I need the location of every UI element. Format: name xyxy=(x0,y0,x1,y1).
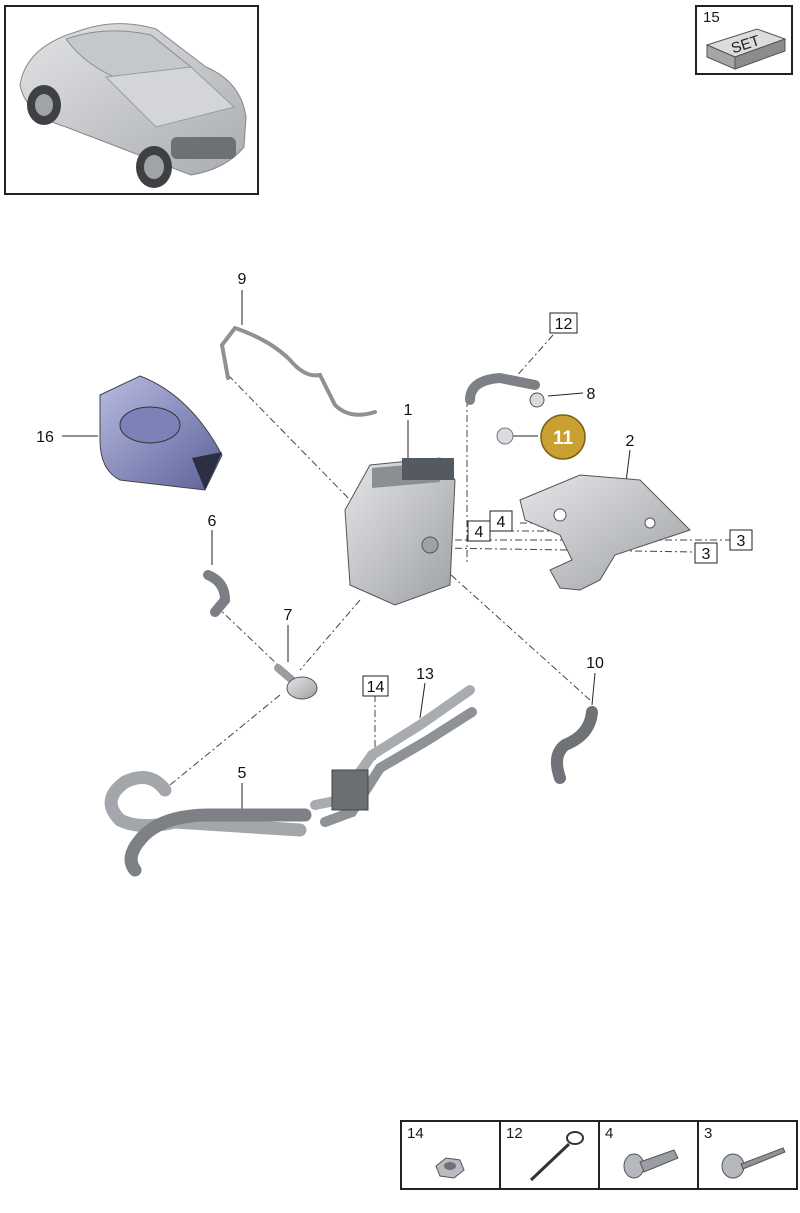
callout-10: 10 xyxy=(586,655,604,672)
legend-cell-12: 12 xyxy=(499,1122,598,1188)
part-10-hose xyxy=(550,706,598,784)
part-12-hose xyxy=(465,372,540,405)
hex-nut-icon xyxy=(435,1157,465,1179)
callout-11-label: 11 xyxy=(553,428,574,449)
fastener-legend: 14 12 4 3 xyxy=(400,1120,798,1190)
legend-number: 3 xyxy=(704,1125,713,1142)
screw-icon xyxy=(721,1147,786,1179)
part-5-hose-assembly xyxy=(104,771,312,877)
part-16-cover xyxy=(99,375,223,491)
callout-8: 8 xyxy=(587,386,596,403)
legend-number: 14 xyxy=(407,1125,424,1142)
callout-2: 2 xyxy=(626,433,635,450)
set-number: 15 xyxy=(703,9,720,26)
part-9-pipe xyxy=(219,326,377,417)
legend-cell-3: 3 xyxy=(697,1122,796,1188)
callout-labels: 9 1 2 16 6 7 8 10 13 5 xyxy=(36,271,634,782)
part-6-hose xyxy=(203,570,231,617)
callout-12: 12 xyxy=(555,316,573,333)
set-block-icon: SET xyxy=(705,28,787,70)
bolt-icon xyxy=(623,1149,679,1179)
part-1-heater-unit xyxy=(344,457,456,606)
callout-3-right: 3 xyxy=(737,533,746,550)
callout-13: 13 xyxy=(416,666,434,683)
part-2-bracket xyxy=(519,474,691,591)
callout-14: 14 xyxy=(367,679,385,696)
callout-leaders xyxy=(62,290,631,815)
legend-cell-4: 4 xyxy=(598,1122,697,1188)
callout-16: 16 xyxy=(36,429,54,446)
callout-4-upper: 4 xyxy=(497,514,506,531)
callout-5: 5 xyxy=(238,765,247,782)
part-8-clamp xyxy=(529,392,545,408)
part-11-cap xyxy=(496,427,514,445)
cable-tie-icon xyxy=(529,1131,584,1182)
exploded-parts-diagram: 11 9 1 2 16 6 7 8 10 13 5 12 4 4 xyxy=(36,271,753,877)
callout-4-lower: 4 xyxy=(475,524,484,541)
callout-3-lower: 3 xyxy=(702,546,711,563)
callout-9: 9 xyxy=(238,271,247,288)
part-7-valve xyxy=(274,664,318,700)
callout-7: 7 xyxy=(284,607,293,624)
vehicle-illustration xyxy=(19,23,247,188)
legend-number: 4 xyxy=(605,1125,614,1142)
vehicle-overview-box xyxy=(4,5,259,195)
callout-1: 1 xyxy=(404,402,413,419)
legend-number: 12 xyxy=(506,1125,523,1142)
callout-6: 6 xyxy=(208,513,217,530)
highlight-callout-11 xyxy=(540,414,586,460)
part-13-pipe-assembly xyxy=(310,685,477,827)
legend-cell-14: 14 xyxy=(402,1122,499,1188)
boxed-callouts: 12 4 4 3 3 14 xyxy=(362,312,753,697)
set-box: 15 SET xyxy=(695,5,793,75)
